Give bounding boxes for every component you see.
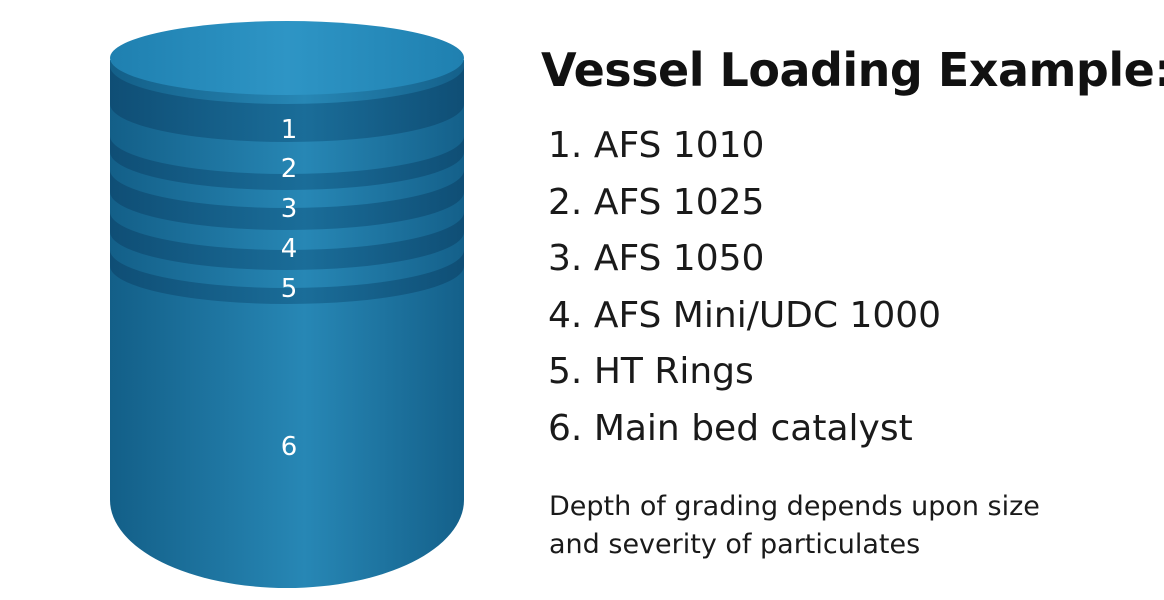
legend-label: AFS 1025	[593, 181, 765, 223]
layer-label-2: 2	[281, 154, 298, 184]
legend-label: AFS 1010	[593, 125, 765, 166]
legend-item-5: 5. HT Rings	[548, 344, 941, 401]
layer-legend: 1. AFS 1010 2. AFS 1025 3. AFS 1050 4. A…	[548, 118, 941, 458]
vessel-diagram: 1 2 3 4 5 6	[110, 21, 464, 588]
legend-number: 1.	[548, 125, 583, 166]
legend-label: AFS 1050	[593, 238, 765, 280]
page-title: Vessel Loading Example:	[541, 43, 1164, 97]
legend-item-6: 6. Main bed catalyst	[548, 401, 941, 458]
vessel-body	[110, 60, 464, 588]
legend-item-3: 3. AFS 1050	[548, 231, 941, 288]
vessel-top	[110, 21, 464, 95]
layer-label-1: 1	[281, 115, 298, 145]
note-line-1: Depth of grading depends upon size	[549, 491, 1040, 522]
layer-band-1	[110, 66, 464, 142]
grading-note: Depth of grading depends upon size and s…	[549, 488, 1109, 564]
layer-label-5: 5	[281, 274, 298, 304]
layer-label-3: 3	[281, 194, 298, 224]
note-line-2: and severity of particulates	[549, 529, 921, 560]
layer-band-4	[110, 212, 464, 270]
legend-number: 6.	[548, 407, 583, 449]
layer-label-4: 4	[281, 234, 298, 264]
legend-item-2: 2. AFS 1025	[548, 175, 941, 232]
legend-number: 5.	[548, 351, 583, 393]
layer-band-2	[110, 136, 464, 190]
layer-band-3	[110, 170, 464, 230]
legend-label: AFS Mini/UDC 1000	[593, 294, 942, 336]
legend-item-4: 4. AFS Mini/UDC 1000	[548, 288, 941, 345]
legend-item-1: 1. AFS 1010	[548, 118, 941, 175]
layer-label-6: 6	[281, 432, 298, 462]
legend-number: 2.	[548, 181, 583, 223]
legend-label: HT Rings	[593, 351, 754, 393]
legend-label: Main bed catalyst	[593, 407, 913, 449]
layer-band-5	[110, 250, 464, 304]
legend-number: 3.	[548, 238, 583, 280]
legend-number: 4.	[548, 294, 583, 336]
